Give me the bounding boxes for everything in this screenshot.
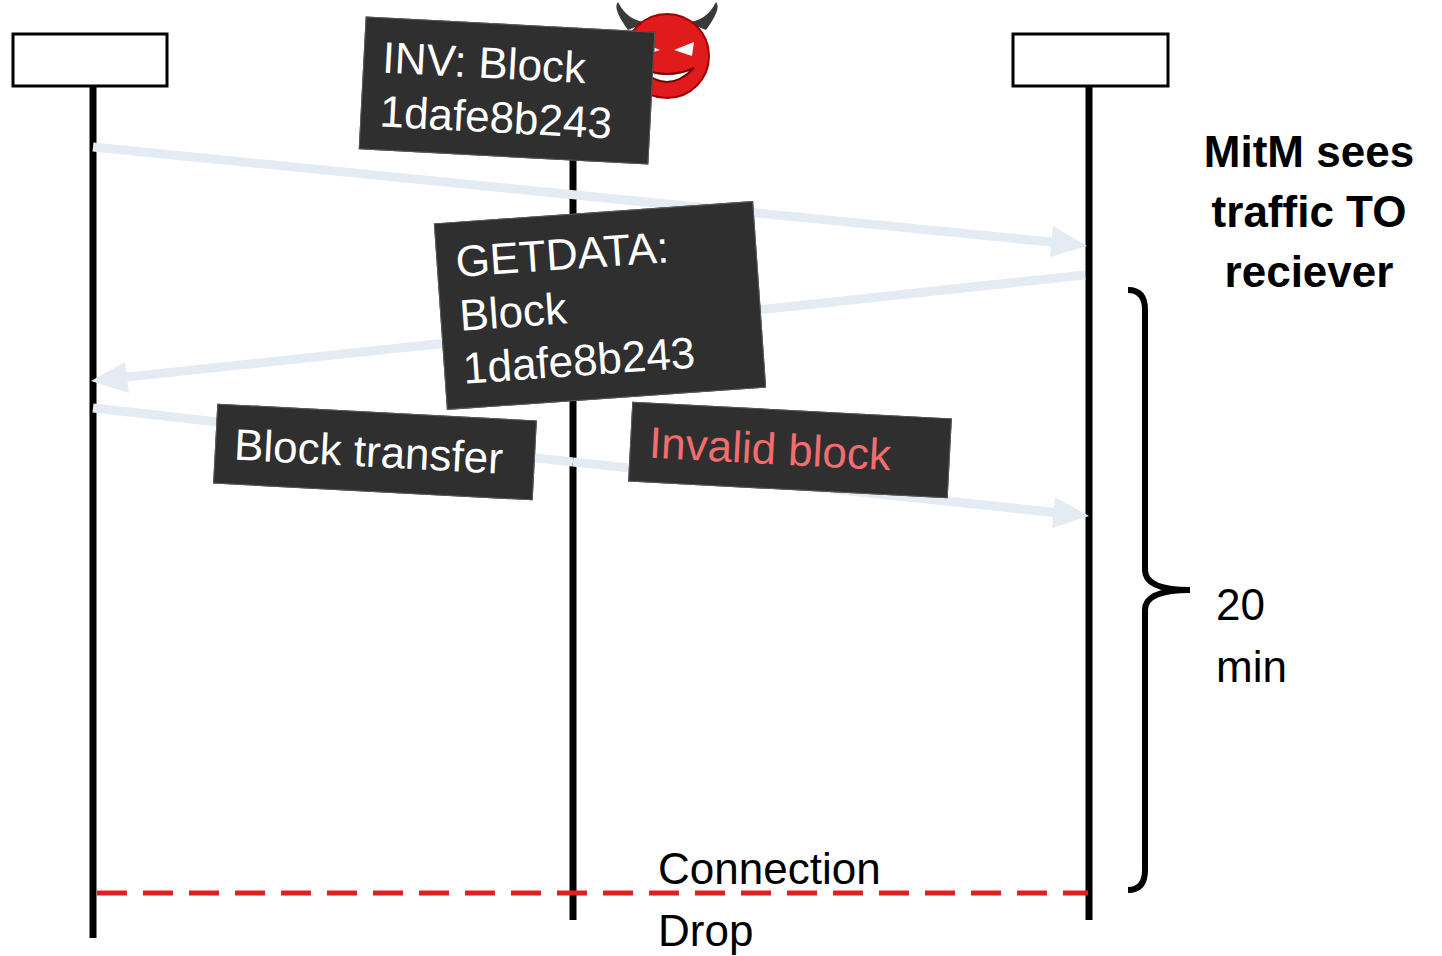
lifeline bbox=[1086, 86, 1093, 920]
lifeline-header bbox=[1013, 34, 1168, 86]
message-box: Block transfer bbox=[213, 404, 537, 500]
message-box: GETDATA: Block 1dafe8b243 bbox=[434, 201, 766, 410]
time-bracket bbox=[1128, 290, 1190, 890]
message-text: Block transfer bbox=[233, 418, 517, 486]
lifeline bbox=[90, 86, 97, 938]
message-arrows bbox=[93, 147, 1085, 513]
note-text: MitM sees traffic TO reciever bbox=[1182, 122, 1436, 302]
message-text: Invalid block bbox=[648, 416, 932, 484]
duration-label: 20 min bbox=[1216, 574, 1326, 698]
lifeline bbox=[570, 86, 577, 920]
message-box: Invalid block bbox=[628, 402, 952, 498]
connection-drop-line bbox=[97, 891, 1088, 896]
message-box: INV: Block 1dafe8b243 bbox=[359, 17, 656, 165]
lifeline-header bbox=[13, 34, 167, 86]
message-text: GETDATA: Block 1dafe8b243 bbox=[454, 215, 747, 395]
event-label: Connection Drop bbox=[658, 838, 930, 956]
message-text: INV: Block 1dafe8b243 bbox=[378, 30, 635, 150]
